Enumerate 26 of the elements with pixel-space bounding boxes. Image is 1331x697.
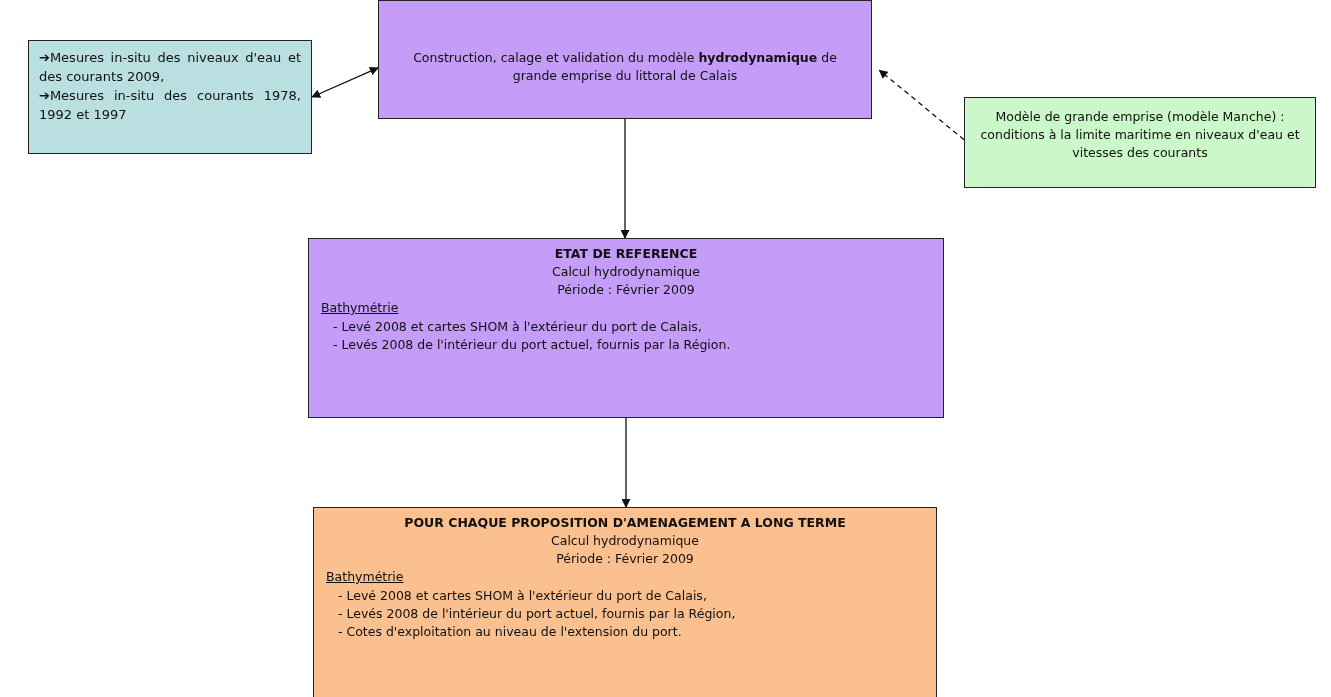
process-box (964, 97, 1316, 188)
arrow (620, 118, 630, 239)
list-item: - Levé 2008 et cartes SHOM à l'extérieur du port de Calais, (332, 317, 703, 336)
arrow (878, 69, 965, 141)
bullet-text: ➔Mesures in-situ des niveaux d'eau et des courants 2009, (39, 49, 301, 86)
box-text: Modèle de grande emprise (modèle Manche) : conditions à la limite maritime en niveaux d'eau et vitesses des courants (979, 108, 1301, 163)
list-item: - Levés 2008 de l'intérieur du port actuel, fournis par la Région, (337, 604, 737, 623)
list-item: - Levés 2008 de l'intérieur du port actuel, fournis par la Région. (332, 335, 732, 354)
process-box (313, 507, 937, 697)
box-text: Construction, calage et validation du modèle hydrodynamique de grande emprise du littoral de Calais (412, 49, 838, 86)
process-box (308, 238, 944, 418)
process-box (28, 40, 312, 154)
box-heading: ETAT DE REFERENCE (553, 245, 699, 263)
list-item: - Cotes d'exploitation au niveau de l'extension du port. (337, 622, 683, 641)
box-heading: POUR CHAQUE PROPOSITION D'AMENAGEMENT A LONG TERME (403, 514, 847, 532)
arrow (621, 417, 631, 508)
box-text: Calcul hydrodynamique (550, 532, 700, 551)
section-heading: Bathymétrie (326, 568, 404, 587)
box-text: Période : Février 2009 (555, 550, 695, 569)
arrow (311, 67, 379, 98)
bullet-text: ➔Mesures in-situ des courants 1978, 1992 et 1997 (39, 86, 301, 124)
box-text: Période : Février 2009 (556, 281, 696, 300)
list-item: - Levé 2008 et cartes SHOM à l'extérieur du port de Calais, (337, 586, 708, 605)
box-text: Calcul hydrodynamique (551, 263, 701, 282)
process-box (378, 0, 872, 119)
section-heading: Bathymétrie (321, 299, 399, 318)
